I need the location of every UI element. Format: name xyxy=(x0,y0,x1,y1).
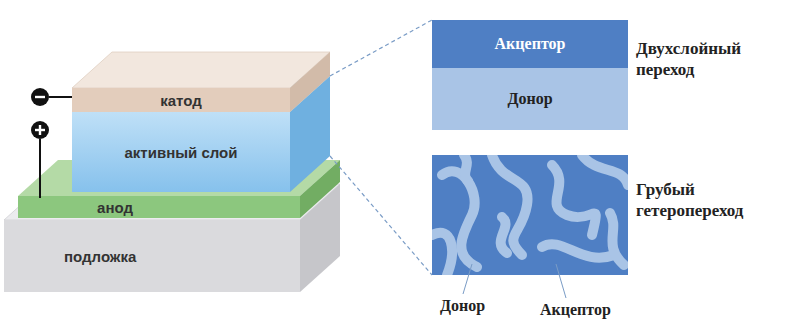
leader-line xyxy=(556,264,566,298)
anode-layer: анод xyxy=(60,196,170,218)
minus-terminal xyxy=(31,88,72,106)
layer-name: анод xyxy=(97,199,133,216)
active-layer: активный слой xyxy=(72,112,290,192)
layer-name: Акцептор xyxy=(495,35,566,53)
bulk-heterojunction-box: Грубый гетеропереход xyxy=(432,155,628,275)
layer-name: активный слой xyxy=(125,144,238,161)
leader-line xyxy=(463,264,472,294)
bilayer-box: Двухслойный переходАкцепторДонор xyxy=(432,20,628,130)
bulk-texture xyxy=(432,155,628,275)
zoom-line xyxy=(330,20,432,76)
layer-name: подложка xyxy=(64,248,136,265)
acceptor-band: Акцептор xyxy=(432,20,628,68)
substrate-layer: подложка xyxy=(4,220,300,292)
substrate-slab xyxy=(4,184,340,292)
inset-heading: Грубый гетеропереход xyxy=(636,179,776,222)
inset-heading: Двухслойный переход xyxy=(636,38,776,81)
donor-label: Донор xyxy=(440,297,485,315)
cathode-layer: катод xyxy=(72,88,290,112)
zoom-line xyxy=(330,156,432,275)
layer-name: Донор xyxy=(507,90,552,108)
donor-band: Донор xyxy=(432,68,628,130)
plus-terminal xyxy=(31,121,49,198)
layer-name: катод xyxy=(160,92,201,109)
cathode-slab xyxy=(72,52,330,112)
acceptor-label: Акцептор xyxy=(540,301,611,319)
